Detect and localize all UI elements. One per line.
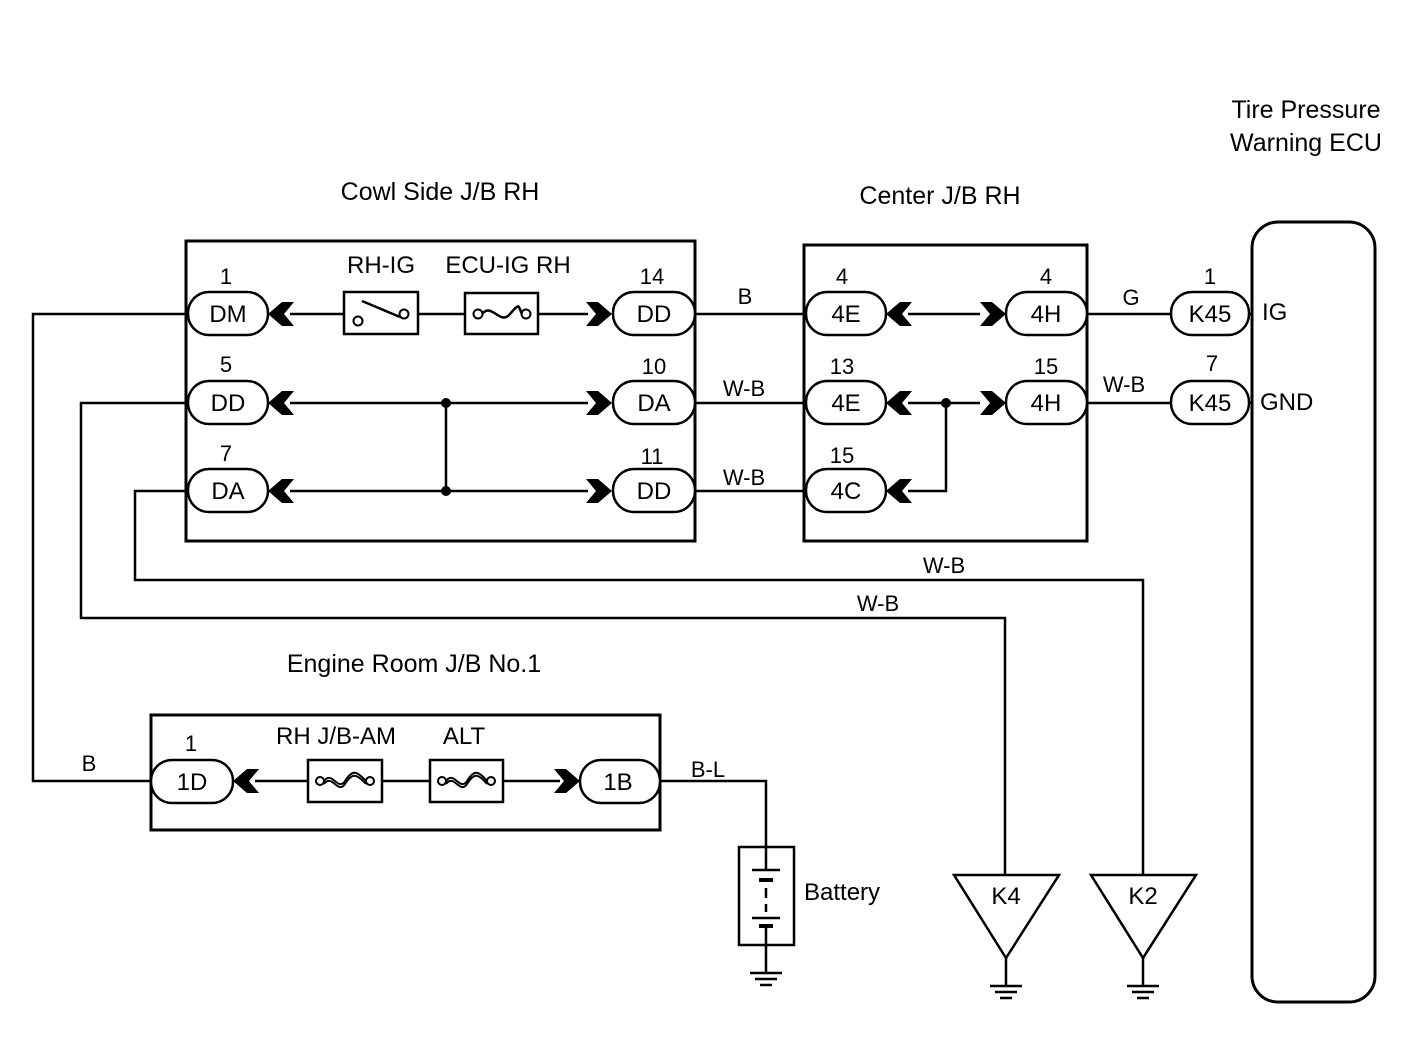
cowl-l3-name: DA	[211, 478, 244, 505]
center-r2-pin: 15	[1034, 354, 1058, 379]
wire-label-cowl-center-3: W-B	[723, 465, 765, 490]
ground-point-k2-icon	[1088, 873, 1199, 961]
ecu-c2-name: K45	[1189, 390, 1232, 417]
ecu-c1-connector	[1169, 290, 1251, 337]
engine-l1-connector	[149, 758, 235, 805]
battery-label: Battery	[804, 879, 880, 906]
cowl-l3-pin: 7	[220, 441, 232, 466]
center-l2-connector	[804, 379, 888, 426]
cowl-r1-name: DD	[637, 301, 672, 328]
cowl-r3-pin: 11	[641, 444, 664, 469]
cowl-r2-arrow	[586, 391, 612, 415]
ecu-terminal-ig: IG	[1262, 299, 1287, 326]
ground-point-k4-icon	[951, 873, 1062, 961]
cowl-l2-name: DD	[211, 390, 246, 417]
cowl-l3-connector	[186, 467, 270, 514]
fusible-link-icon	[428, 758, 505, 804]
rh-jb-am-label: RH J/B-AM	[276, 723, 396, 750]
center-l1-name: 4E	[831, 301, 860, 328]
fuse-icon	[463, 291, 540, 336]
cowl-r2-name: DA	[637, 390, 670, 417]
wire-to-k4	[79, 401, 1007, 876]
center-l2-pin: 13	[830, 354, 854, 379]
wire-label-to-k2: W-B	[923, 553, 965, 578]
fusible-link-icon	[306, 758, 384, 804]
cowl-l1-name: DM	[209, 301, 246, 328]
relay-switch-icon	[342, 290, 420, 336]
cowl-r1-connector	[611, 290, 697, 337]
center-r1-name: 4H	[1031, 301, 1062, 328]
cowl-l1-pin: 1	[220, 264, 232, 289]
rh-ig-label: RH-IG	[347, 252, 415, 279]
cowl-r3-connector	[611, 467, 697, 514]
center-jb-box	[802, 243, 1089, 543]
ground-k4-label: K4	[991, 883, 1020, 910]
center-l2-name: 4E	[831, 390, 860, 417]
cowl-l1-connector	[186, 290, 270, 337]
engine-r1-name: 1B	[603, 769, 632, 796]
engine-l1-name: 1D	[177, 769, 208, 796]
center-l3-name: 4C	[831, 478, 862, 505]
cowl-r3-arrow	[586, 479, 612, 503]
ecu-c1-pin: 1	[1204, 264, 1216, 289]
ecu-terminal-gnd: GND	[1260, 389, 1313, 416]
engine-l1-pin: 1	[185, 731, 197, 756]
wire-label-feed: B	[82, 751, 97, 776]
cowl-r3-name: DD	[637, 478, 672, 505]
battery-icon	[737, 845, 796, 947]
wire-label-to-k4: W-B	[857, 591, 899, 616]
center-l3-connector	[804, 467, 888, 514]
cowl-junction-dot-1	[441, 398, 451, 408]
cowl-r1-arrow	[586, 302, 612, 326]
center-r2-name: 4H	[1031, 390, 1062, 417]
cowl-r2-pin: 10	[642, 354, 666, 379]
center-l3-pin: 15	[830, 443, 854, 468]
ecu-c2-connector	[1169, 379, 1251, 426]
engine-jb-title: Engine Room J/B No.1	[287, 650, 541, 678]
cowl-l2-connector	[186, 379, 270, 426]
ecu-title-line2: Warning ECU	[1230, 129, 1382, 157]
wire-label-battery: B-L	[691, 757, 725, 782]
cowl-junction-dot-2	[441, 486, 451, 496]
engine-r1-connector	[578, 758, 662, 805]
battery-ground-icon	[748, 943, 784, 987]
center-r1-arrow	[980, 302, 1006, 326]
ecu-c1-name: K45	[1189, 301, 1232, 328]
center-junction-dot	[941, 398, 951, 408]
wire-label-cowl-center-2: W-B	[723, 376, 765, 401]
cowl-r1-pin: 14	[640, 264, 664, 289]
ecu-box	[1250, 220, 1377, 1004]
ecu-ig-rh-label: ECU-IG RH	[445, 252, 570, 279]
alt-label: ALT	[443, 723, 486, 750]
engine-jb-box	[149, 713, 662, 832]
wire-to-k2	[133, 489, 1145, 876]
center-r2-connector	[1004, 379, 1089, 426]
wire-label-center-ecu-1: G	[1122, 285, 1139, 310]
center-l1-pin: 4	[836, 264, 848, 289]
wire-to-battery	[660, 779, 768, 847]
k4-ground-icon	[988, 956, 1024, 1000]
center-l1-connector	[804, 290, 888, 337]
center-jb-title: Center J/B RH	[859, 182, 1020, 210]
wire-label-center-ecu-2: W-B	[1103, 372, 1145, 397]
center-r1-pin: 4	[1040, 264, 1052, 289]
cowl-jb-title: Cowl Side J/B RH	[341, 178, 540, 206]
center-r2-arrow	[980, 391, 1006, 415]
ecu-c2-pin: 7	[1206, 351, 1218, 376]
cowl-l2-pin: 5	[220, 352, 232, 377]
center-r1-connector	[1004, 290, 1089, 337]
feed-wire	[31, 312, 186, 783]
center-internal-vertical	[908, 403, 948, 493]
ecu-title-line1: Tire Pressure	[1231, 96, 1380, 124]
k2-ground-icon	[1125, 956, 1161, 1000]
wire-label-cowl-center-1: B	[738, 284, 753, 309]
ground-k2-label: K2	[1128, 883, 1157, 910]
cowl-r2-connector	[611, 379, 697, 426]
cowl-jb-box	[184, 239, 697, 543]
